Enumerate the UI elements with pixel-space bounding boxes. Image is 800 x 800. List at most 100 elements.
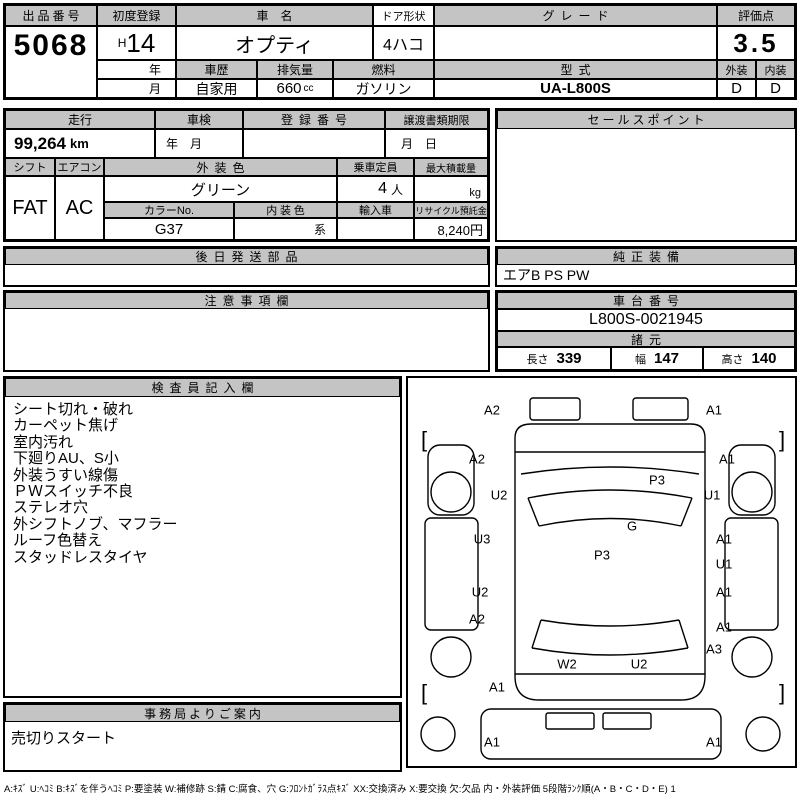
spec-width-value: 147: [653, 350, 680, 367]
equipment-label: 純正装備: [497, 248, 795, 265]
mileage-unit: km: [70, 136, 89, 151]
equipment-value: エアB PS PW: [497, 265, 795, 285]
damage-mark: A1: [716, 619, 732, 635]
capacity-value: 4: [378, 180, 387, 197]
first-registration-month-unit: 月: [97, 79, 176, 98]
spec-length-label: 長さ: [526, 353, 549, 366]
exterior-color-label: 外装色: [104, 158, 337, 176]
mileage-label: 走行: [5, 110, 155, 129]
grade-label: グレード: [434, 5, 717, 26]
later-parts-label: 後日発送部品: [5, 248, 488, 265]
spec-length-value: 339: [556, 350, 582, 367]
era-prefix: H: [117, 36, 127, 50]
damage-mark: A1: [716, 531, 732, 547]
office-info-value: 売切りスタート: [5, 722, 400, 770]
caution-notes-label: 注意事項欄: [5, 292, 488, 309]
capacity-label: 乗車定員: [337, 158, 414, 176]
spec-width-label: 幅: [634, 353, 646, 366]
damage-mark: U2: [630, 656, 648, 672]
damage-mark: A2: [469, 611, 485, 627]
damage-mark: A1: [716, 584, 732, 600]
mileage: 99,264 km: [5, 129, 155, 158]
score-label: 評価点: [717, 5, 795, 26]
shift-label: シフト: [5, 158, 55, 176]
bumper-bracket: [: [420, 427, 428, 452]
model-code-label: 型式: [434, 60, 717, 79]
inspector-note: ルーフ色替え: [13, 532, 103, 550]
inspector-note: 外シフトノブ、マフラー: [13, 515, 178, 533]
inspector-note: 室内汚れ: [13, 433, 74, 451]
score-value: 3.5: [717, 26, 795, 60]
damage-mark: G: [626, 518, 638, 534]
bumper-bracket: ]: [778, 427, 786, 452]
specs-label: 諸元: [497, 331, 795, 347]
damage-mark: A1: [484, 734, 500, 750]
door-shape: 4ハコ: [373, 26, 434, 60]
inspector-note: シート切れ・破れ: [13, 401, 134, 418]
damage-mark: A1: [706, 734, 722, 750]
interior-color: 系: [234, 218, 337, 240]
damage-mark: A2: [469, 451, 485, 467]
car-name: オプティ: [176, 26, 373, 60]
interior-grade-label: 内装: [756, 60, 795, 79]
spec-height-label: 高さ: [721, 353, 744, 366]
damage-mark: U2: [471, 584, 489, 600]
aircon-value: AC: [55, 176, 104, 240]
office-info-label: 事務局よりご案内: [5, 704, 400, 722]
exterior-color: グリーン: [104, 176, 337, 202]
status-table: 走行 車検 登録番号 譲渡書類期限 99,264 km 年 月 月 日 シフト …: [3, 108, 490, 242]
mileage-value: 99,264: [14, 133, 66, 153]
displacement-value: 660: [276, 80, 302, 97]
bumper-bracket: [: [420, 680, 428, 705]
chassis-number-label: 車台番号: [497, 292, 795, 309]
inspector-notes-label: 検査員記入欄: [5, 378, 400, 397]
capacity-unit: 人: [390, 182, 403, 197]
caution-notes-body: [5, 309, 488, 370]
damage-mark: A1: [719, 451, 735, 467]
later-parts-box: 後日発送部品: [3, 246, 490, 287]
chassis-box: 車台番号 L800S-0021945 諸元 長さ 339 幅 147 高さ 14…: [495, 290, 797, 372]
displacement-unit: cc: [303, 83, 314, 94]
color-number: G37: [104, 218, 234, 240]
recycle-deposit: 8,240円: [414, 218, 488, 240]
damage-mark: A3: [706, 641, 722, 657]
damage-mark: U1: [703, 487, 721, 503]
max-load-label: 最大積載量: [414, 158, 488, 176]
spec-length: 長さ 339: [497, 347, 611, 370]
inspector-note: 外装うすい線傷: [13, 466, 119, 484]
damage-mark: W2: [557, 656, 577, 672]
lot-number: 5068: [5, 26, 97, 98]
lot-number-label: 出品番号: [5, 5, 97, 26]
grade-value: [434, 26, 717, 60]
sales-point-label: セールスポイント: [497, 110, 795, 129]
fuel-label: 燃料: [333, 60, 434, 79]
inspection-label: 車検: [155, 110, 243, 129]
interior-grade: D: [756, 79, 795, 98]
first-registration-label: 初度登録: [97, 5, 176, 26]
inspector-note: ステレオ穴: [13, 499, 89, 517]
model-code: UA-L800S: [434, 79, 717, 98]
car-history-label: 車歴: [176, 60, 257, 79]
era-year: 14: [126, 27, 156, 58]
aircon-label: エアコン: [55, 158, 104, 176]
equipment-box: 純正装備 エアB PS PW: [495, 246, 797, 287]
damage-mark: A2: [484, 402, 500, 418]
first-registration-year-unit: 年: [97, 60, 176, 79]
door-shape-label: ドア形状: [373, 5, 434, 26]
damage-mark: U3: [473, 531, 491, 547]
spec-width: 幅 147: [611, 347, 703, 370]
exterior-grade-label: 外装: [717, 60, 756, 79]
spec-height-value: 140: [751, 350, 777, 367]
color-number-label: カラーNo.: [104, 202, 234, 218]
bumper-bracket: ]: [778, 680, 786, 705]
spec-height: 高さ 140: [703, 347, 795, 370]
chassis-number: L800S-0021945: [497, 309, 795, 331]
sales-point-box: セールスポイント: [495, 108, 797, 242]
legend-text: A:ｷｽﾞ U:ﾍｺﾐ B:ｷｽﾞを伴うﾍｺﾐ P:要塗装 W:補修跡 S:錆 …: [4, 784, 676, 795]
car-name-label: 車名: [176, 5, 373, 26]
